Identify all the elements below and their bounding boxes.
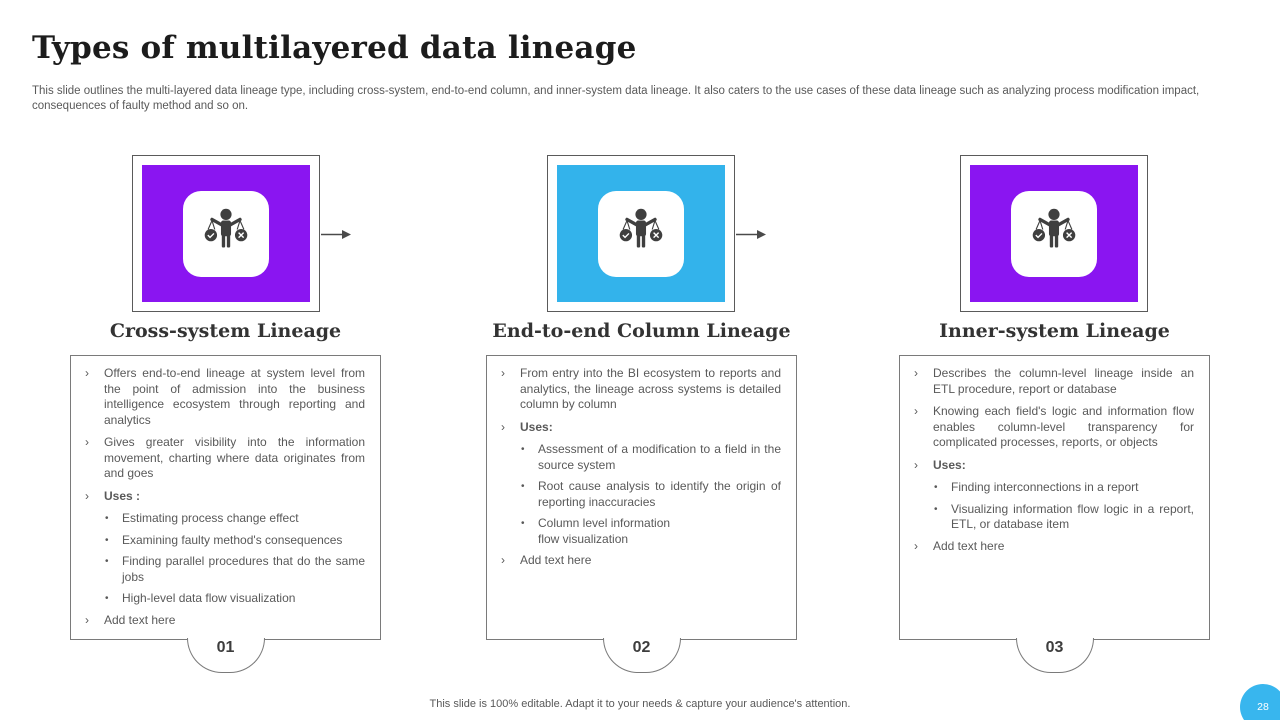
icon-frame [132, 155, 320, 312]
bullet-item: › Uses: [501, 420, 781, 436]
step-number-badge: 03 [1015, 638, 1094, 673]
bullet-glyph: › [914, 538, 918, 553]
person-with-scales-icon [1032, 208, 1076, 247]
icon-tile [598, 190, 684, 277]
icon-tile [1011, 190, 1097, 277]
page-number: 28 [1257, 701, 1269, 713]
bullet-glyph: • [934, 482, 938, 493]
bullet-text: Add text here [104, 612, 176, 627]
sub-bullet-item: • Finding parallel procedures that do the… [105, 554, 365, 585]
column-details-box: › From entry into the BI ecosystem to rep… [486, 355, 797, 673]
bullet-text: Gives greater visibility into the inform… [104, 435, 365, 480]
bullet-glyph: • [105, 534, 109, 546]
icon-tile [183, 190, 269, 277]
person-with-scales-icon [204, 208, 248, 247]
column-details-box: › Describes the column-level lineage insi… [899, 355, 1210, 673]
sub-bullet-item: • Finding interconnections in a report [934, 480, 1194, 496]
sub-bullet-item: • Column level information flow visualiza… [521, 516, 781, 547]
bullet-item: › Knowing each field's logic and informat… [914, 404, 1194, 451]
bullet-glyph: › [914, 457, 918, 472]
bullet-item: › Add text here [501, 553, 781, 569]
bullet-text: Assessment of a modification to a field … [538, 442, 781, 472]
bullet-text: Estimating process change effect [122, 511, 299, 525]
column-details-box: › Offers end-to-end lineage at system lev… [70, 355, 381, 673]
bullet-glyph: › [914, 366, 918, 380]
icon-accent-pad [142, 165, 310, 302]
bullet-list: › From entry into the BI ecosystem to rep… [487, 356, 796, 569]
page-number-badge: 28 [1240, 684, 1280, 720]
bullet-text: High-level data flow visualization [122, 591, 296, 605]
bullet-text: Offers end-to-end lineage at system leve… [104, 366, 365, 427]
sub-bullet-item: • Examining faulty method's consequences [105, 533, 365, 549]
sub-bullet-item: • Estimating process change effect [105, 511, 365, 527]
column-title: Cross-system Lineage [109, 320, 342, 342]
step-number: 02 [632, 639, 651, 656]
bullet-item: › Gives greater visibility into the infor… [85, 435, 365, 482]
bullet-text: Uses : [104, 488, 141, 503]
step-number: 01 [216, 639, 235, 656]
icon-accent-pad [557, 165, 725, 302]
bullet-text: Add text here [933, 538, 1005, 553]
flow-arrow-icon [736, 230, 766, 239]
bullet-text: From entry into the BI ecosystem to repo… [520, 366, 781, 411]
bullet-item: › Describes the column-level lineage insi… [914, 366, 1194, 397]
bullet-text: Describes the column-level lineage insid… [933, 366, 1194, 396]
bullet-glyph: › [85, 435, 89, 449]
step-number-badge: 02 [602, 638, 681, 673]
bullet-glyph: › [914, 404, 918, 418]
bullet-glyph: • [934, 503, 938, 515]
bullet-glyph: • [521, 444, 525, 455]
bullet-text: Uses: [933, 457, 966, 472]
bullet-item: › Offers end-to-end lineage at system lev… [85, 366, 365, 428]
icon-frame [547, 155, 735, 312]
bullet-list: › Offers end-to-end lineage at system lev… [71, 356, 380, 628]
bullet-glyph: • [105, 556, 109, 567]
bullet-item: › Uses: [914, 458, 1194, 474]
bullet-item: › From entry into the BI ecosystem to rep… [501, 366, 781, 413]
flow-arrow-icon [321, 230, 351, 239]
slide-subtitle: This slide outlines the multi-layered da… [32, 85, 1200, 112]
sub-bullet-item: • Assessment of a modification to a field… [521, 442, 781, 473]
sub-bullet-item: • Visualizing information flow logic in a… [934, 502, 1194, 533]
bullet-item: › Uses : [85, 489, 365, 505]
icon-frame [960, 155, 1148, 312]
bullet-glyph: • [105, 513, 109, 524]
bullet-text: Visualizing information flow logic in a … [951, 501, 1194, 532]
bullet-item: › Add text here [914, 539, 1194, 555]
bullet-glyph: › [85, 366, 89, 380]
bullet-glyph: › [501, 553, 505, 567]
bullet-item: › Add text here [85, 613, 365, 629]
bullet-list: › Describes the column-level lineage insi… [900, 356, 1209, 554]
bullet-text: Finding interconnections in a report [951, 480, 1139, 494]
bullet-glyph: › [501, 366, 505, 380]
bullet-glyph: • [521, 518, 525, 529]
column-title: End-to-end Column Lineage [492, 320, 791, 342]
icon-accent-pad [970, 165, 1138, 302]
bullet-text: Column level information flow visualizat… [538, 516, 671, 546]
bullet-glyph: • [105, 593, 109, 604]
column-title: Inner-system Lineage [939, 320, 1170, 342]
bullet-text: Knowing each field's logic and informati… [933, 404, 1194, 449]
step-number-badge: 01 [186, 638, 265, 673]
page-title: Types of multilayered data lineage [32, 30, 637, 66]
footer-note: This slide is 100% editable. Adapt it to… [429, 698, 851, 710]
step-number: 03 [1045, 639, 1064, 656]
person-with-scales-icon [619, 208, 663, 247]
bullet-text: Finding parallel procedures that do the … [122, 554, 365, 584]
bullet-glyph: › [85, 612, 89, 627]
bullet-text: Root cause analysis to identify the orig… [538, 479, 781, 509]
bullet-glyph: • [521, 481, 525, 492]
bullet-glyph: › [501, 419, 505, 434]
sub-bullet-item: • Root cause analysis to identify the ori… [521, 479, 781, 510]
bullet-text: Add text here [520, 553, 592, 567]
sub-bullet-item: • High-level data flow visualization [105, 591, 365, 607]
bullet-text: Uses: [520, 419, 553, 434]
bullet-glyph: › [85, 488, 89, 503]
bullet-text: Examining faulty method's consequences [122, 532, 343, 547]
